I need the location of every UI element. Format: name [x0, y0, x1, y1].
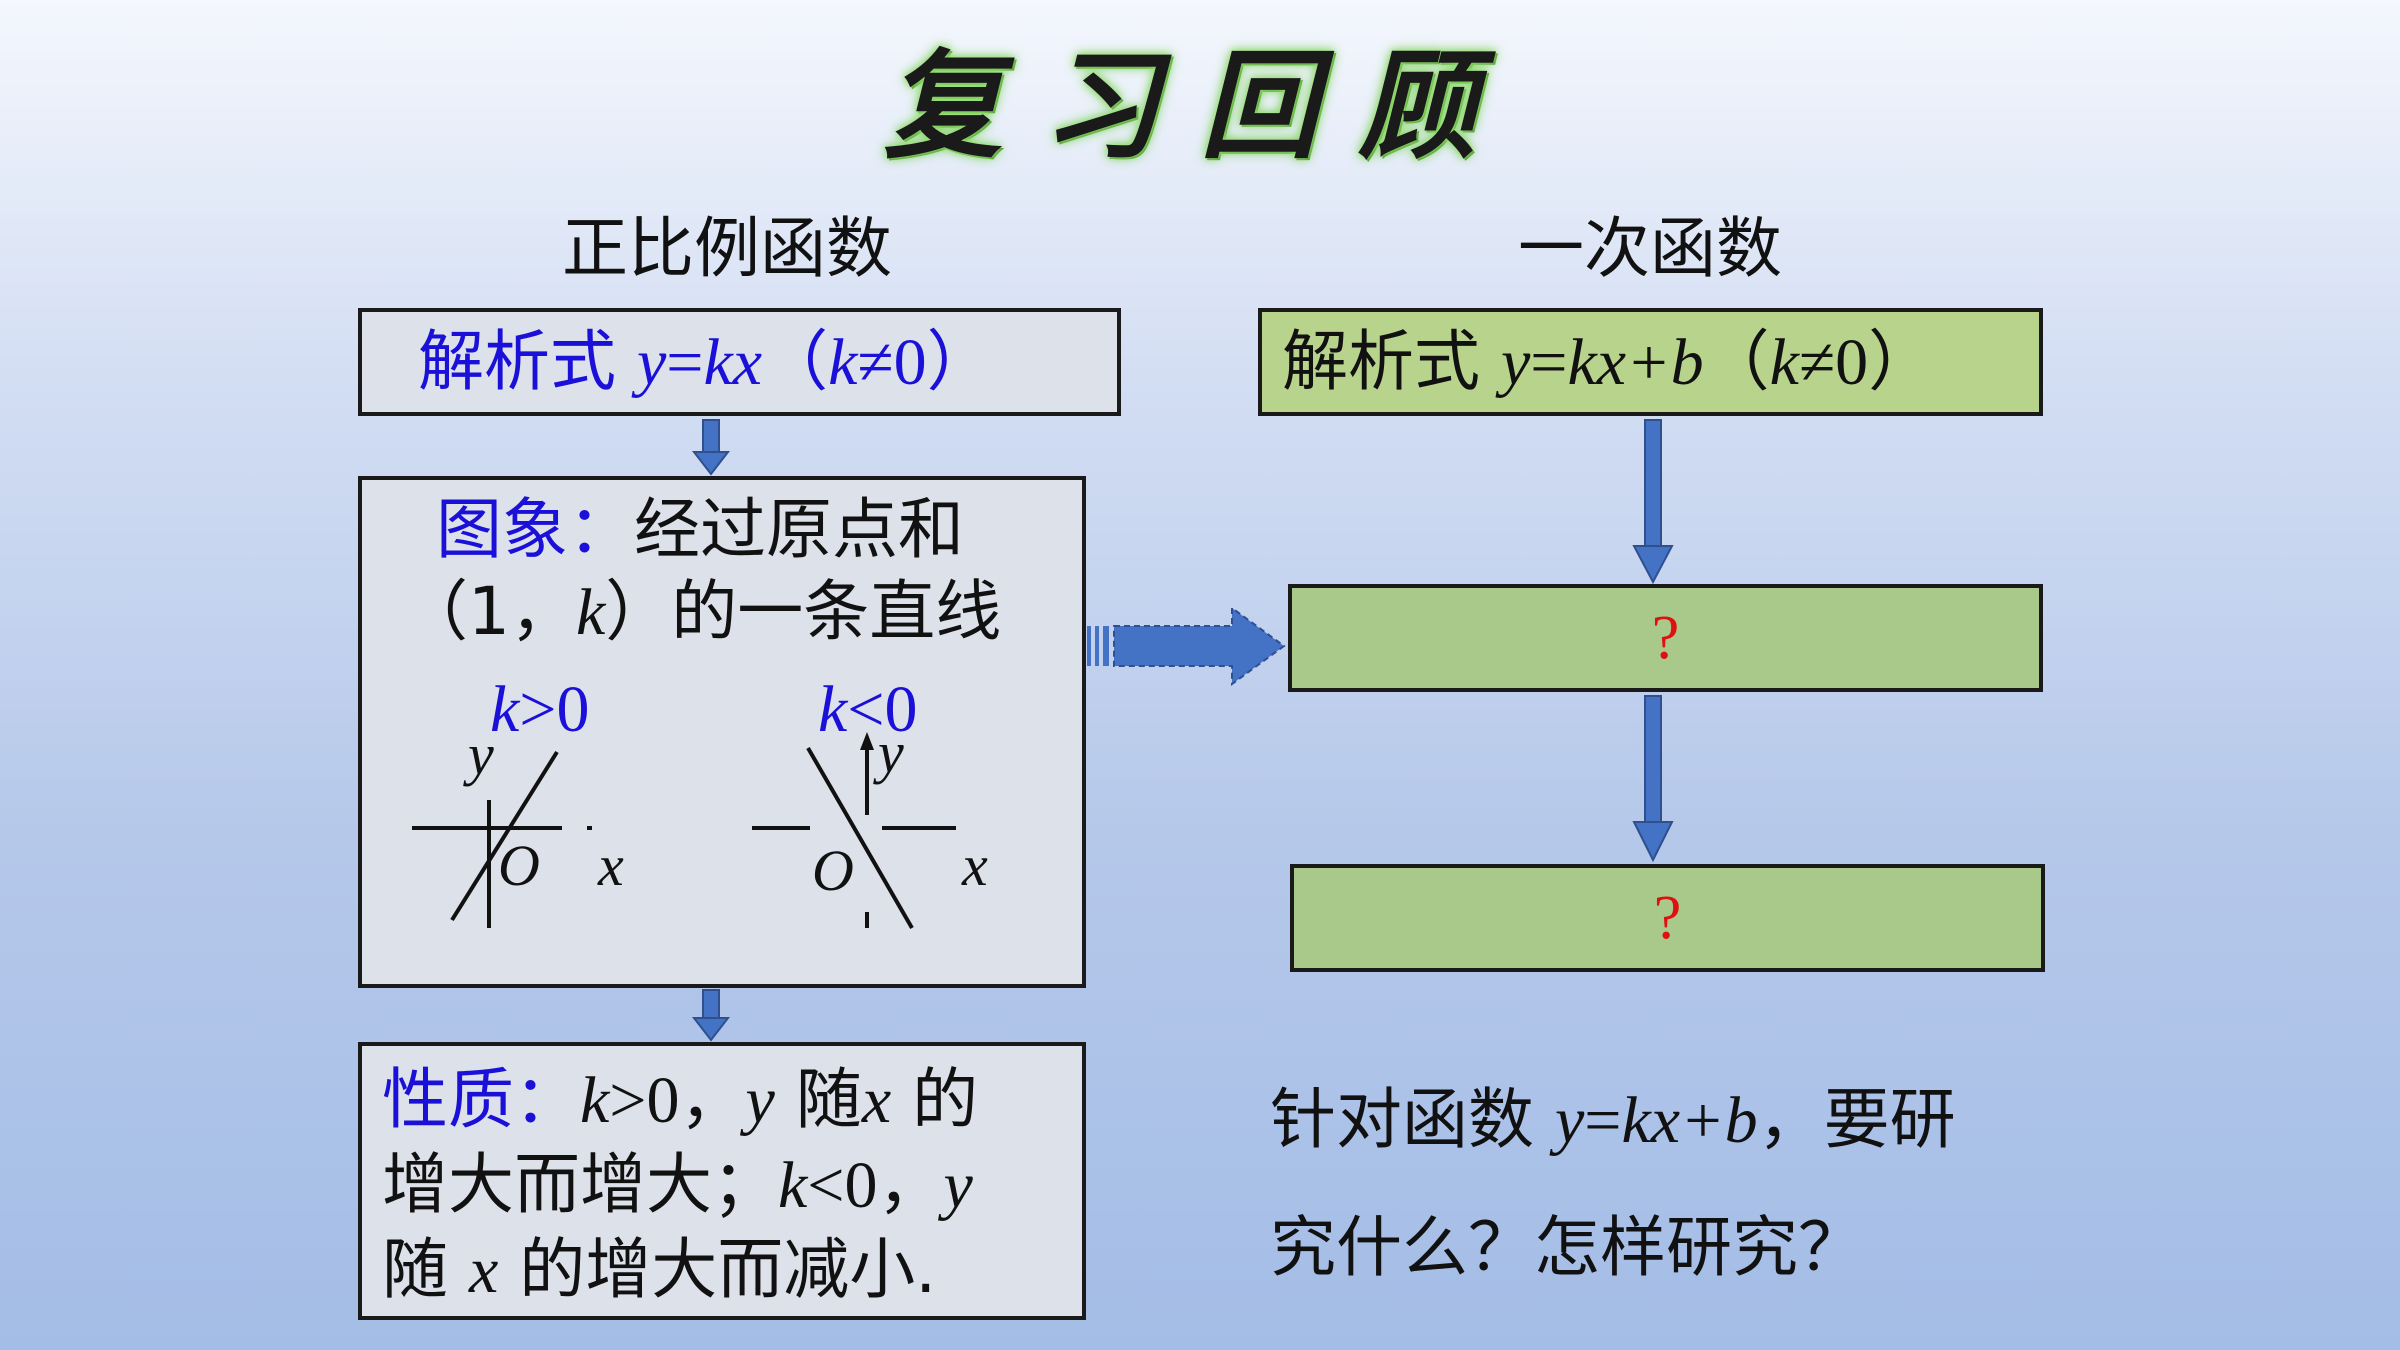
y-axis-arrow-icon: [860, 732, 874, 750]
left-heading: 正比例函数: [562, 210, 892, 287]
axis-x-label: x: [597, 833, 624, 898]
research-question-line-1: 针对函数 y=kx+b，要研: [1270, 1081, 1956, 1158]
property-line-2: 增大而增大；k<0，y: [382, 1146, 973, 1223]
formula-label: 解析式: [1282, 323, 1480, 400]
origin-label: O: [812, 838, 854, 903]
formula-rp: ）: [1868, 323, 1935, 400]
graph-k-positive: y O x: [412, 730, 624, 928]
formula-k: k: [828, 326, 858, 399]
research-question-line-2: 究什么？怎样研究？: [1270, 1209, 1864, 1286]
line-positive-slope: [450, 750, 559, 922]
k-negative-label: k<0: [818, 674, 918, 733]
arrow-down-icon: [1632, 419, 1674, 585]
formula-label: 解析式: [418, 323, 616, 400]
graph-line-1: 图象：经过原点和: [436, 491, 964, 568]
formula-eq: =: [1530, 326, 1568, 399]
formula-eq: =: [666, 326, 704, 399]
formula-neq: ≠0: [857, 326, 927, 399]
graph-box: 图象：经过原点和 （1，k）的一条直线 k>0 k<0 y O x y O x: [358, 476, 1086, 988]
arrow-down-icon: [691, 419, 731, 476]
line-negative-slope: [806, 746, 914, 930]
question-box-1: ?: [1288, 584, 2043, 692]
formula-rp: ）: [926, 323, 993, 400]
arrow-down-icon: [1632, 695, 1674, 863]
graph-line-2: （1，k）的一条直线: [402, 573, 1002, 650]
graph-label: 图象：: [436, 491, 634, 568]
arrow-right-icon: [1087, 606, 1286, 686]
property-line-3: 随 x 的增大而减小.: [382, 1231, 937, 1308]
formula-neq: ≠0: [1798, 326, 1869, 399]
formula-lp: （: [762, 323, 829, 400]
property-line-1: 性质：k>0，y 随x 的: [382, 1061, 979, 1138]
right-heading: 一次函数: [1518, 210, 1782, 287]
question-mark: ?: [1651, 604, 1680, 672]
question-box-2: ?: [1290, 864, 2045, 972]
left-formula-box: 解析式 y=kx（k≠0）: [358, 308, 1121, 416]
formula-lp: （: [1703, 323, 1770, 400]
formula-kxb: kx+b: [1567, 326, 1704, 399]
formula-y: y: [636, 326, 667, 399]
k-positive-label: k>0: [490, 673, 590, 746]
property-box: 性质：k>0，y 随x 的 增大而增大；k<0，y 随 x 的增大而减小.: [358, 1042, 1086, 1320]
question-mark: ?: [1653, 884, 1682, 952]
formula-k: k: [1769, 326, 1799, 399]
origin-label: O: [498, 833, 540, 898]
right-formula-box: 解析式 y=kx+b（k≠0）: [1258, 308, 2043, 416]
axis-x-label: x: [961, 833, 988, 898]
page-title: 复习回顾: [883, 36, 1516, 175]
axis-y-label: y: [463, 730, 494, 787]
axis-y-label: y: [873, 730, 904, 785]
formula-kx: kx: [703, 326, 763, 399]
formula-y: y: [1500, 326, 1531, 399]
arrow-down-icon: [691, 989, 731, 1042]
graph-k-negative: y O x: [752, 730, 988, 930]
